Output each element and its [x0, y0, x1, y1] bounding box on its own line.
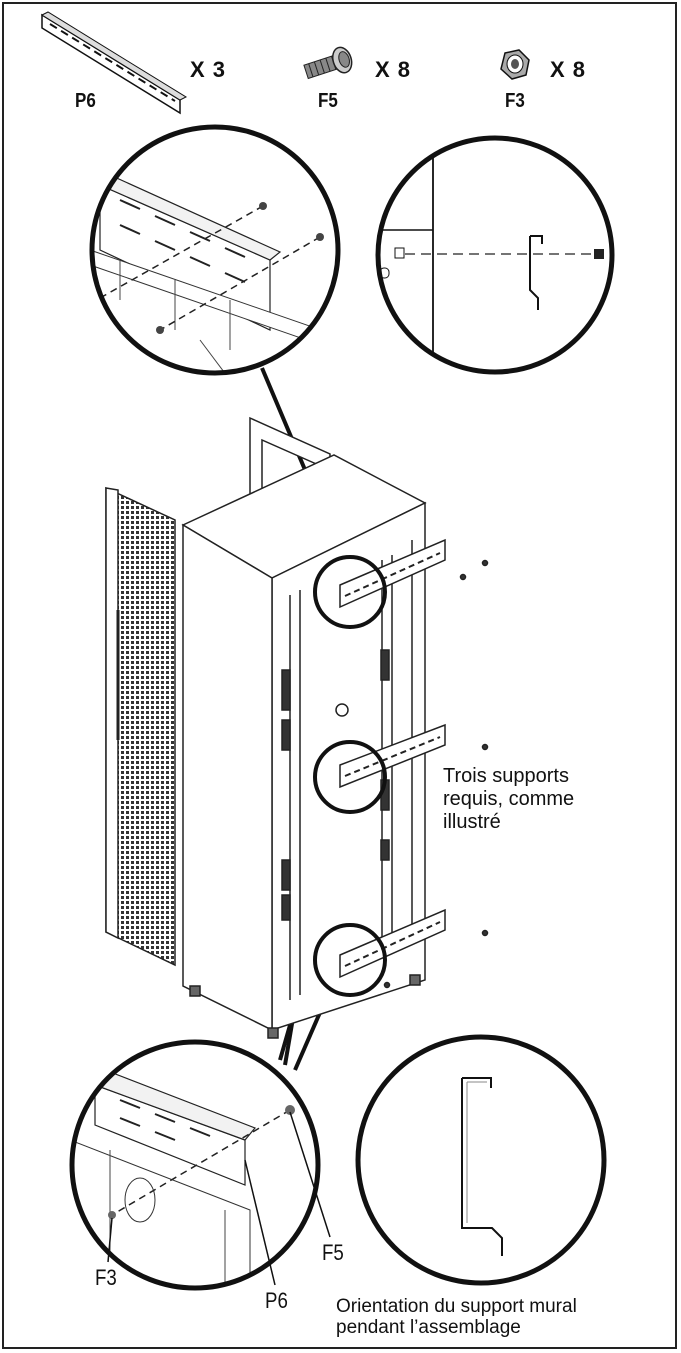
detail-label-p6: P6 [265, 1288, 288, 1313]
orientation-note-line: pendant l’assemblage [336, 1317, 521, 1338]
part-label-f3: F3 [505, 90, 525, 112]
part-qty-f5: X 8 [375, 57, 412, 82]
callout-line: illustré [443, 811, 501, 833]
nut-icon [500, 49, 530, 80]
callout-text: Trois supports requis, comme illustré [443, 765, 574, 834]
callout-line: Trois supports [443, 765, 569, 787]
part-label-f5: F5 [318, 90, 338, 112]
detail-circle-orientation [355, 1034, 607, 1286]
detail-circle-rail-bottom [69, 1039, 331, 1291]
part-qty-f3: X 8 [550, 57, 587, 82]
part-qty-p6: X 3 [190, 57, 227, 82]
detail-circle-rail-top [89, 124, 341, 376]
orientation-note-line: Orientation du support mural [336, 1296, 577, 1317]
detail-markers [313, 555, 387, 997]
orientation-note: Orientation du support mural pendant l’a… [336, 1296, 577, 1338]
detail-circle-side-view [375, 135, 615, 375]
cabinet-drawing [105, 416, 489, 1039]
detail-label-f3: F3 [95, 1265, 117, 1290]
mounting-rail-icon [40, 11, 188, 115]
part-label-p6: P6 [75, 90, 96, 112]
detail-label-f5: F5 [322, 1240, 344, 1265]
callout-line: requis, comme [443, 788, 575, 810]
bolt-icon [303, 46, 353, 80]
